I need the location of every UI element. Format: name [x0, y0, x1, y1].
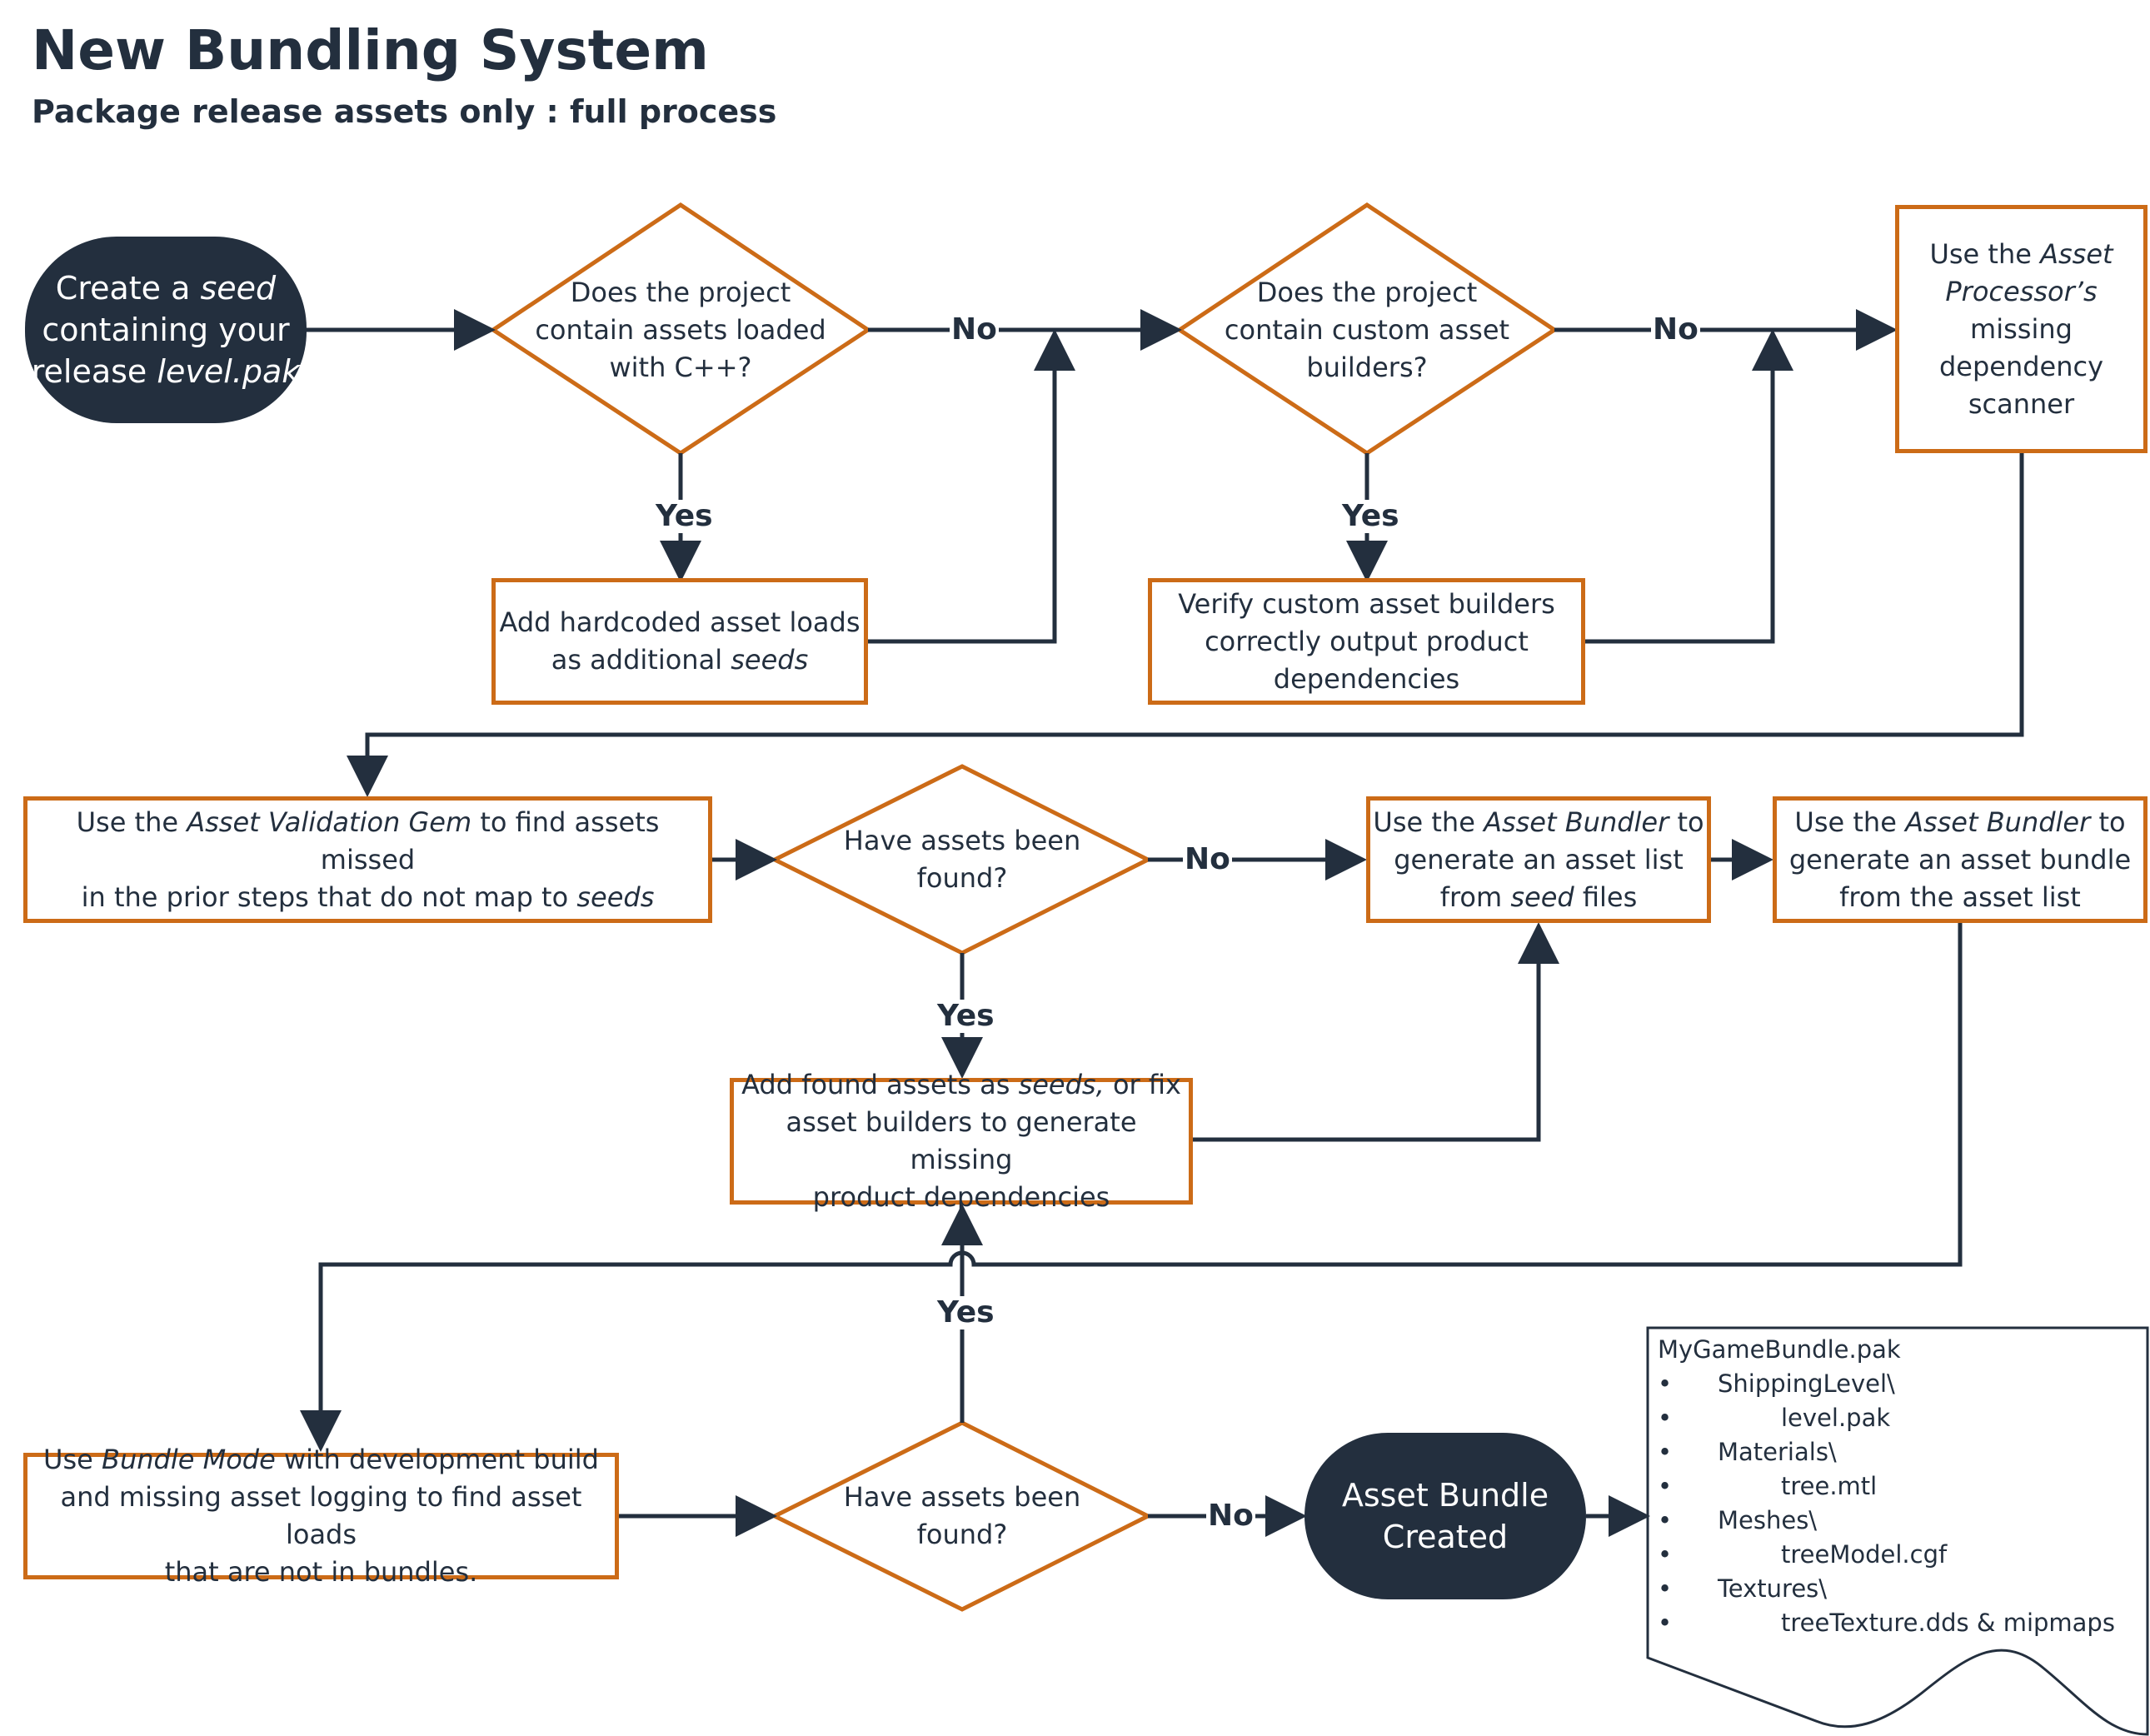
- label-cpp-no: No: [950, 312, 999, 347]
- validation-gem-box: Use the Asset Validation Gem to find ass…: [23, 796, 712, 923]
- bundle-file-item: Textures\: [1658, 1572, 2124, 1606]
- label-cpp-yes: Yes: [654, 499, 715, 533]
- bundle-file-item: Meshes\: [1658, 1504, 2124, 1538]
- bundle-file-name: MyGameBundle.pak: [1658, 1335, 1901, 1364]
- connector-scanner-gem: [347, 453, 2024, 797]
- page-title: New Bundling System: [32, 18, 709, 82]
- bundle-contents: MyGameBundle.pak ShippingLevel\level.pak…: [1658, 1333, 2124, 1640]
- bundle-file-list: ShippingLevel\level.pakMaterials\tree.mt…: [1658, 1367, 2124, 1640]
- label-custom-yes: Yes: [1340, 499, 1401, 533]
- connector-hardcoded-merge: [868, 329, 1075, 644]
- connector-verify-merge: [1585, 329, 1793, 644]
- label-found2-yes: Yes: [935, 1295, 996, 1329]
- label-found1-no: No: [1183, 842, 1232, 876]
- decision-found2-diamond: [770, 1420, 1153, 1612]
- bundle-file-item: treeTexture.dds & mipmaps: [1658, 1606, 2124, 1640]
- bundle-file-item: Materials\: [1658, 1435, 2124, 1469]
- bundle-file-item: tree.mtl: [1658, 1469, 2124, 1504]
- bundle-file-item: treeModel.cgf: [1658, 1538, 2124, 1572]
- connector-found-list: [1193, 922, 1559, 1142]
- label-found1-yes: Yes: [935, 999, 996, 1033]
- label-found2-no: No: [1206, 1499, 1255, 1533]
- bundle-file-item: level.pak: [1658, 1401, 2124, 1435]
- page-subtitle: Package release assets only : full proce…: [32, 93, 777, 130]
- bundle-file-item: ShippingLevel\: [1658, 1367, 2124, 1401]
- label-custom-no: No: [1651, 312, 1700, 347]
